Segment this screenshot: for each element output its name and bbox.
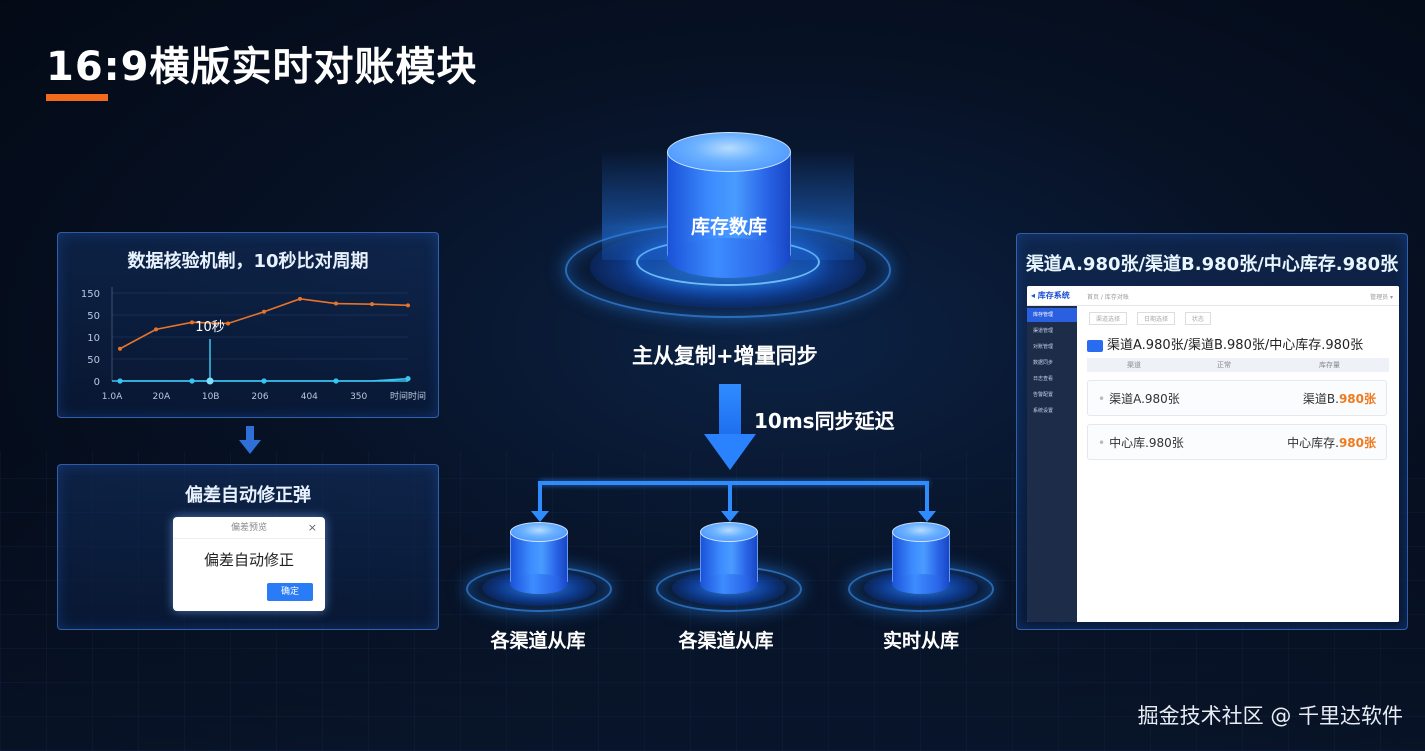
annotation-marker [206, 377, 214, 385]
close-icon[interactable]: × [307, 521, 317, 534]
sidebar-item[interactable]: 告警配置 [1033, 392, 1054, 398]
reconciliation-row[interactable]: •渠道A.980张 渠道B.980张 [1087, 380, 1387, 416]
tag-icon [1087, 339, 1103, 352]
data-point [334, 301, 338, 306]
slave-database-icon [892, 522, 950, 594]
sidebar-item[interactable]: 对账管理 [1033, 344, 1054, 350]
y-tick-label: 0 [94, 377, 100, 388]
annotation-label: 10秒 [195, 320, 225, 335]
data-point [261, 378, 267, 384]
dialog-header: 偏差预览 × [173, 517, 325, 539]
reconciliation-panel-title: 渠道A.980张/渠道B.980张/中心库存.980张 [1025, 254, 1399, 275]
sync-arrow-icon [704, 434, 756, 470]
sidebar-item[interactable]: 日志查看 [1033, 376, 1054, 382]
x-tick-label: 1.0A [102, 392, 123, 402]
arrow-down-icon [721, 511, 739, 522]
footer-watermark: 掘金技术社区 @ 千里达软件 [1137, 704, 1403, 728]
data-point [262, 309, 266, 314]
data-point [405, 376, 411, 382]
app-sidebar: 库存管理 渠道管理 对账管理 数据同步 日志查看 告警配置 系统设置 [1027, 306, 1077, 622]
data-point [154, 327, 158, 332]
user-menu[interactable]: 管理员 ▾ [1370, 294, 1393, 301]
row-left-value: 中心库.980张 [1109, 436, 1184, 450]
x-tick-label: 206 [251, 392, 268, 402]
data-point [117, 378, 123, 384]
auto-correction-panel: 偏差自动修正弹 偏差预览 × 偏差自动修正 确定 [57, 464, 439, 630]
sidebar-item[interactable]: 库存管理 [1027, 308, 1077, 322]
reconciliation-panel: 渠道A.980张/渠道B.980张/中心库存.980张 ◂ 库存系统 首页 / … [1016, 233, 1408, 630]
filter-row: 渠道选择 日期选择 状态 [1085, 312, 1215, 325]
slave-label-2: 各渠道从库 [678, 630, 774, 652]
sidebar-item[interactable]: 数据同步 [1033, 360, 1054, 366]
data-point [190, 320, 194, 325]
x-tick-label: 20A [153, 392, 171, 402]
sidebar-item[interactable]: 渠道管理 [1033, 328, 1054, 334]
data-point [406, 303, 410, 308]
dialog-title: 偏差预览 [230, 523, 267, 533]
y-tick-label: 150 [81, 289, 100, 300]
correction-panel-title: 偏差自动修正弹 [185, 485, 311, 506]
master-database-icon: 库存数库 [667, 132, 791, 278]
app-heading: 渠道A.980张/渠道B.980张/中心库存.980张 [1087, 334, 1363, 353]
reconciliation-row[interactable]: •中心库.980张 中心库存.980张 [1087, 424, 1387, 460]
correction-dialog: 偏差预览 × 偏差自动修正 确定 [173, 517, 325, 611]
confirm-button[interactable]: 确定 [267, 583, 313, 601]
x-tick-label: 10B [202, 392, 220, 402]
data-point [333, 378, 339, 384]
y-tick-label: 50 [87, 355, 100, 366]
x-tick-label: 404 [301, 392, 318, 402]
row-right-label: 中心库存. [1287, 436, 1339, 450]
page-title: 16:9横版实时对账模块 [46, 44, 478, 90]
row-right-value: 980张 [1338, 436, 1376, 450]
data-point [226, 321, 230, 326]
arrow-down-icon [531, 511, 549, 522]
series-line [119, 298, 409, 350]
slave-label-3: 实时从库 [882, 630, 959, 652]
table-header: 渠道 正常 库存量 [1087, 358, 1389, 372]
down-arrow-icon [239, 426, 261, 454]
slave-database-icon [510, 522, 568, 594]
arrow-down-icon [918, 511, 936, 522]
delay-label: 10ms同步延迟 [754, 409, 895, 433]
reconciliation-app-screenshot: ◂ 库存系统 首页 / 库存对账 管理员 ▾ 库存管理 渠道管理 对账管理 数据… [1027, 286, 1399, 622]
x-tick-label: 350 [350, 392, 367, 402]
branch-line-right [925, 481, 929, 515]
branch-connector [540, 481, 929, 485]
master-db-label: 库存数库 [690, 216, 767, 238]
app-heading-text: 渠道A.980张/渠道B.980张/中心库存.980张 [1107, 338, 1364, 353]
row-left-value: 渠道A.980张 [1109, 392, 1180, 406]
breadcrumb: 首页 / 库存对账 [1087, 294, 1129, 301]
chart-panel-title: 数据核验机制，10秒比对周期 [127, 251, 369, 272]
app-logo[interactable]: ◂ 库存系统 [1031, 291, 1070, 300]
row-right-label: 渠道B. [1302, 392, 1339, 406]
sync-arrow-shaft [719, 384, 741, 436]
x-tick-label: 时间时间 [390, 390, 426, 402]
filter-status[interactable]: 状态 [1184, 312, 1211, 325]
data-point [370, 302, 374, 307]
column-header: 渠道 [1127, 361, 1141, 369]
column-header: 正常 [1217, 361, 1231, 369]
filter-channel[interactable]: 渠道选择 [1089, 312, 1128, 325]
data-point [118, 346, 122, 351]
column-header: 库存量 [1319, 361, 1340, 369]
y-tick-label: 50 [87, 311, 100, 322]
replication-label: 主从复制+增量同步 [632, 344, 818, 368]
branch-line-left [538, 481, 542, 515]
y-tick-label: 10 [87, 333, 100, 344]
branch-line-middle [728, 481, 732, 515]
verification-line-chart: 150 50 10 50 01.0A 20A 10B 206 404 350 时间时间 10秒 [81, 287, 426, 402]
sidebar-item[interactable]: 系统设置 [1033, 408, 1054, 414]
dialog-message: 偏差自动修正 [203, 551, 294, 569]
data-point [189, 378, 195, 384]
slave-database-icon [700, 522, 758, 594]
app-header: ◂ 库存系统 首页 / 库存对账 管理员 ▾ [1027, 286, 1399, 306]
slave-label-1: 各渠道从库 [490, 630, 586, 652]
filter-date[interactable]: 日期选择 [1136, 312, 1175, 325]
app-main: 渠道选择 日期选择 状态 渠道A.980张/渠道B.980张/中心库存.980张… [1077, 306, 1399, 622]
title-underline [46, 94, 108, 101]
data-point [298, 296, 302, 301]
row-right-value: 980张 [1338, 392, 1376, 406]
